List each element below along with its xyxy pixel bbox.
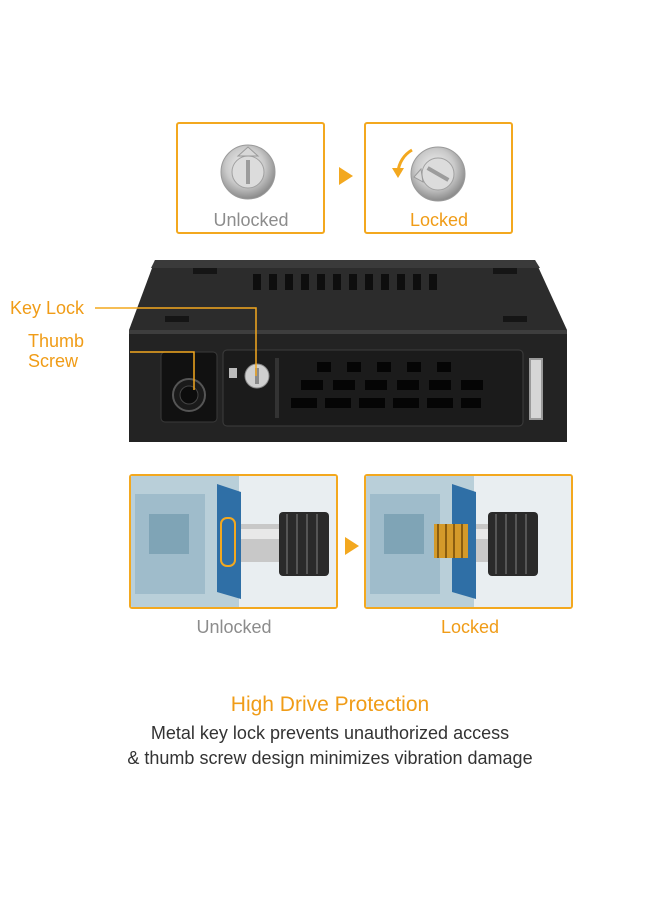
unlocked-lock-panel: Unlocked bbox=[176, 122, 325, 234]
key-lock-unlocked-icon bbox=[220, 144, 276, 200]
thumb-screw-locked-image bbox=[366, 476, 571, 607]
feature-description-line2: & thumb screw design minimizes vibration… bbox=[127, 748, 533, 768]
unlocked-screw-panel bbox=[129, 474, 338, 609]
top-unlocked-caption: Unlocked bbox=[213, 210, 289, 230]
right-arrow-icon bbox=[339, 167, 353, 185]
top-locked-caption: Locked bbox=[409, 210, 469, 230]
bottom-locked-caption: Locked bbox=[440, 617, 500, 637]
callout-leader-lines bbox=[95, 307, 257, 390]
locked-lock-panel: Locked bbox=[364, 122, 513, 234]
right-arrow-icon-bottom bbox=[345, 537, 359, 555]
locked-screw-panel bbox=[364, 474, 573, 609]
thumb-screw-callout-line2: Screw bbox=[27, 351, 78, 371]
thumb-screw-callout-line1: Thumb bbox=[27, 331, 84, 351]
key-lock-locked-icon bbox=[392, 146, 466, 202]
feature-title: High Drive Protection bbox=[230, 693, 430, 716]
feature-description-line1: Metal key lock prevents unauthorized acc… bbox=[150, 723, 510, 743]
feature-description: Metal key lock prevents unauthorized acc… bbox=[0, 721, 660, 771]
key-lock-callout: Key Lock bbox=[9, 298, 84, 318]
drive-enclosure-image bbox=[129, 260, 567, 442]
bottom-unlocked-caption: Unlocked bbox=[196, 617, 272, 637]
thumb-screw-unlocked-image bbox=[131, 476, 336, 607]
